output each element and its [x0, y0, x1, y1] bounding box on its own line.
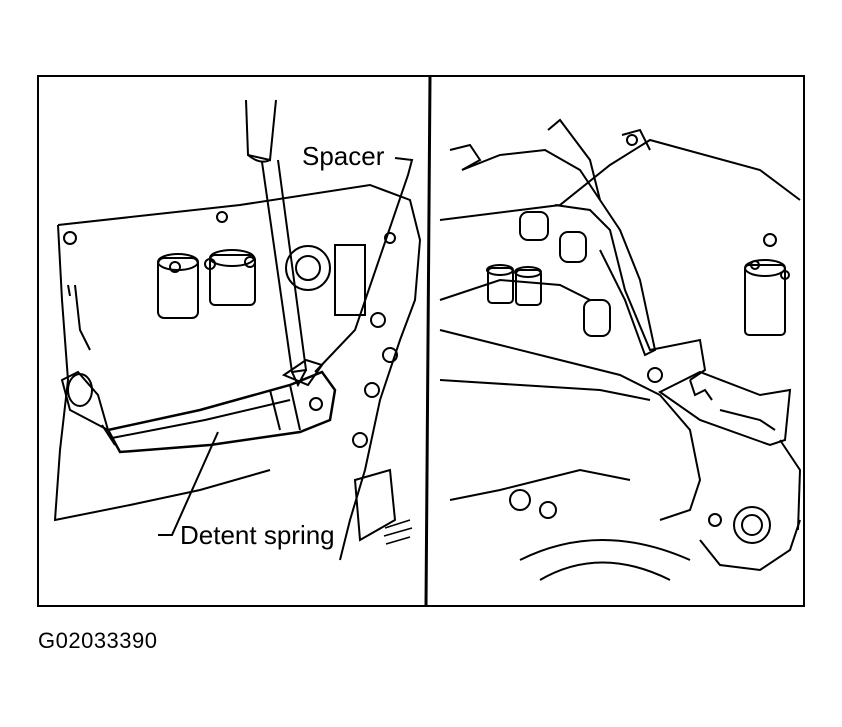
label-detent-spring: Detent spring [180, 520, 335, 550]
figure-id: G02033390 [38, 628, 158, 653]
right-panel [439, 118, 802, 581]
label-spacer: Spacer [302, 141, 385, 171]
left-panel [53, 99, 422, 561]
panel-divider [424, 75, 432, 607]
figure-frame [37, 75, 805, 607]
